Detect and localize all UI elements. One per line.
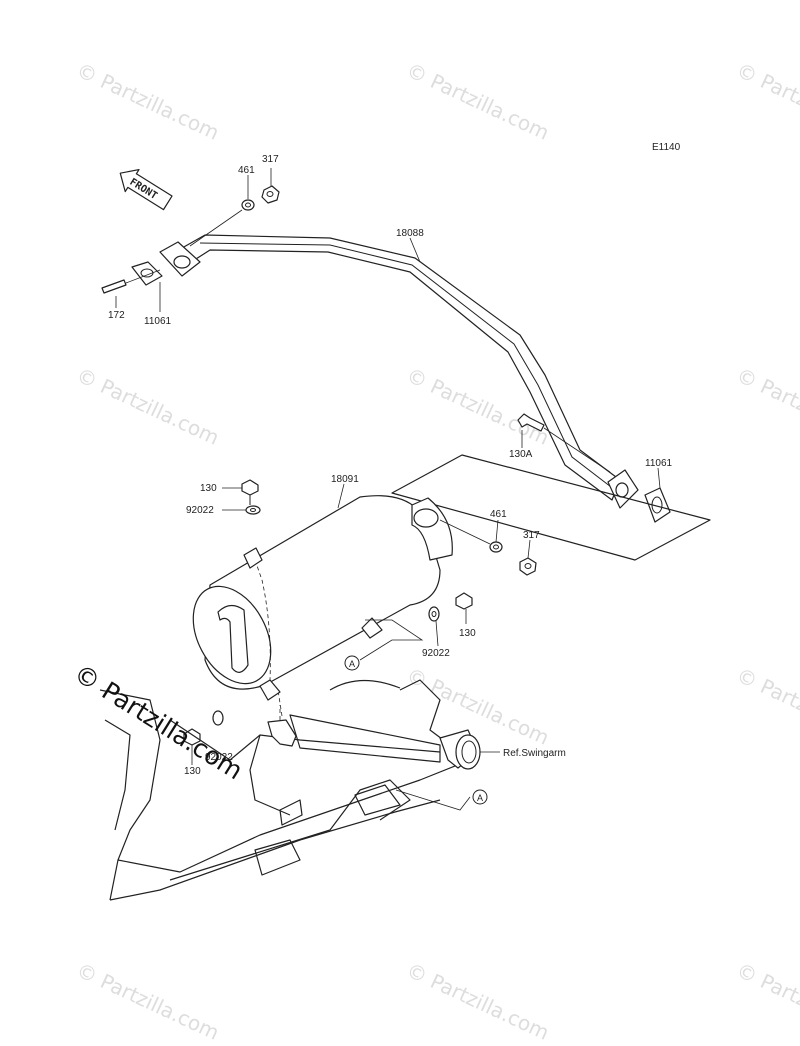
nut-317-top [261, 185, 280, 204]
callout-172: 172 [108, 310, 125, 321]
watermark: © Partzilla.com [73, 958, 223, 1045]
bolt-130-top [241, 479, 259, 505]
callout-11061-left: 11061 [144, 316, 172, 327]
exhaust-pipe-18088 [159, 234, 639, 509]
callout-18088: 18088 [396, 228, 424, 239]
washer-461-top [189, 199, 255, 247]
callout-317-mid: 317 [523, 530, 540, 541]
callout-130-low: 130 [184, 766, 201, 777]
watermark: © Partzilla.com [733, 58, 800, 145]
gasket-11061-right [644, 487, 671, 523]
callout-labels: 317 461 18088 172 11061 130A 11061 130 9… [108, 154, 673, 777]
leader-lines [115, 168, 661, 765]
watermark: © Partzilla.com [73, 58, 223, 145]
bolt-130A [517, 413, 611, 473]
callout-92022-top: 92022 [186, 505, 214, 516]
watermark: © Partzilla.com [733, 663, 800, 750]
watermark: © Partzilla.com [73, 363, 223, 450]
svg-text:A: A [349, 659, 355, 669]
callout-11061-right: 11061 [645, 458, 673, 469]
washer-92022-top [245, 505, 261, 515]
frame-structure [99, 679, 481, 901]
bolt-130-low [183, 728, 201, 746]
callout-461-top: 461 [238, 165, 255, 176]
washer-92022-mid [428, 606, 440, 622]
watermark: © Partzilla.com [733, 958, 800, 1045]
diagram-code: E1140 [652, 142, 681, 153]
callout-92022-mid: 92022 [422, 648, 450, 659]
callout-461-mid: 461 [490, 509, 507, 520]
ref-a-line-2 [395, 789, 471, 811]
nut-317-mid [519, 557, 537, 576]
callout-317-top: 317 [262, 154, 279, 165]
bolt-130-mid [455, 592, 473, 610]
callout-18091: 18091 [331, 474, 359, 485]
callout-130-top: 130 [200, 483, 217, 494]
joint-frame [391, 454, 711, 561]
watermark: © Partzilla.com [403, 58, 553, 145]
svg-text:A: A [477, 793, 483, 803]
ref-a-line-1 [359, 619, 424, 661]
callout-130-mid: 130 [459, 628, 476, 639]
washer-92022-low [212, 710, 224, 726]
callout-130A: 130A [509, 449, 533, 460]
watermark: © Partzilla.com [733, 363, 800, 450]
ref-circle-a-2: A [472, 789, 488, 805]
muffler-18091 [192, 495, 453, 717]
watermark: © Partzilla.com [403, 958, 553, 1045]
callout-92022-low: 92022 [205, 752, 233, 763]
front-arrow-icon: FRONT [119, 168, 173, 211]
stud-172 [101, 269, 161, 294]
ref-circle-a-1: A [344, 655, 360, 671]
ref-swingarm-label: Ref.Swingarm [503, 748, 566, 759]
watermark: © Partzilla.com [403, 663, 553, 750]
gasket-11061-left [131, 261, 163, 286]
